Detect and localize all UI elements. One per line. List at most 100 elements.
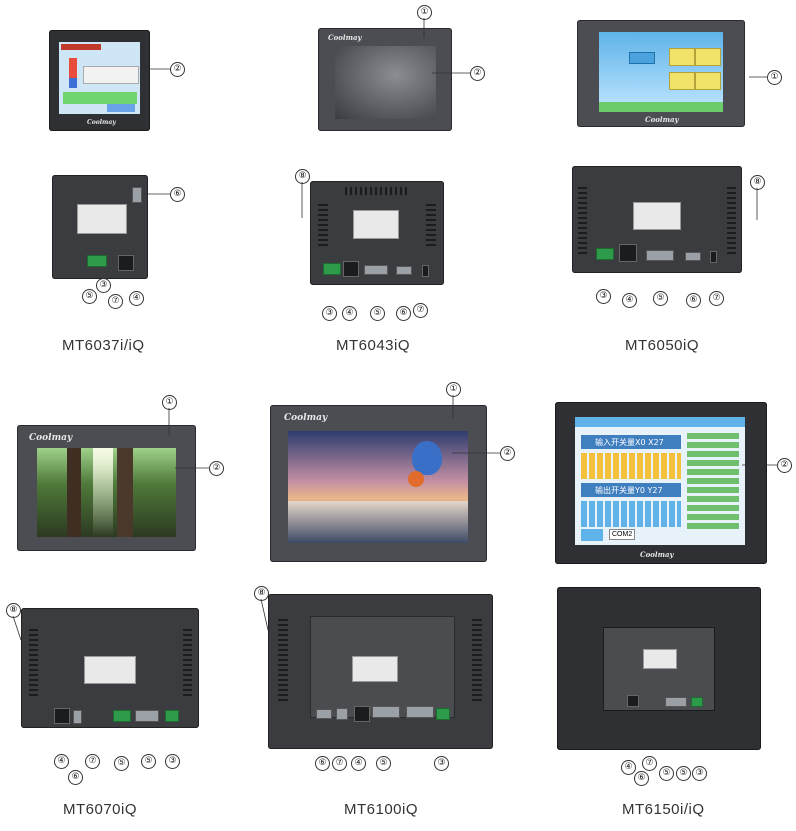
power-terminal [691,697,703,707]
brand-logo: Coolmay [328,33,362,42]
mt6070-back [21,608,199,728]
callout-2: ② [209,461,224,476]
mt6150-front: 输入开关量X0 X27 输出开关量Y0 Y27 COM2 Coolmay [555,402,767,564]
callout-2: ② [777,458,792,473]
terminal [113,710,131,722]
brand-logo: Coolmay [640,550,674,559]
power-terminal [596,248,614,260]
right-vent [472,616,482,701]
screen-btn: COM2 [609,529,636,540]
callout-7: ⑦ [332,756,347,771]
usb-port [396,266,412,275]
rj45-port [627,695,639,707]
mt6070-front: Coolmay [17,425,196,551]
left-vent [578,184,587,254]
callout-5: ⑤ [653,291,668,306]
power-terminal [87,255,107,267]
top-vent [345,187,409,195]
usb-port [316,709,332,719]
callout-4: ④ [351,756,366,771]
brand-logo: Coolmay [645,115,679,124]
mt6037-back [52,175,148,279]
callout-4: ④ [622,293,637,308]
rj45-port [343,261,359,277]
product-label [352,656,398,682]
callout-3: ③ [96,278,111,293]
callout-8: ⑧ [295,169,310,184]
power-terminal [323,263,341,275]
rj45-port [354,706,370,722]
callout-5: ⑤ [659,766,674,781]
usb-b-port [336,708,348,720]
product-label [633,202,681,230]
left-vent [29,626,38,696]
callout-2: ② [470,66,485,81]
callout-5: ⑤ [376,756,391,771]
right-vent [183,626,192,696]
usb-port [73,710,82,724]
brand-logo: Coolmay [284,413,328,423]
callout-8: ⑧ [6,603,21,618]
mt6050-front: Coolmay [577,20,745,127]
rj45-port [54,708,70,724]
model-name: MT6043iQ [336,337,411,354]
callout-6: ⑥ [686,293,701,308]
left-vent [318,201,328,246]
product-label [643,649,677,669]
callout-8: ⑧ [254,586,269,601]
usb-port [132,187,142,203]
model-name: MT6070iQ [63,801,138,818]
rj45-port [118,255,134,271]
callout-7: ⑦ [413,303,428,318]
mt6150-back [557,587,761,750]
model-name: MT6100iQ [344,801,419,818]
mt6150-screen: 输入开关量X0 X27 输出开关量Y0 Y27 COM2 [575,417,745,545]
mt6050-screen [599,32,723,112]
callout-3: ③ [434,756,449,771]
callout-3: ③ [596,289,611,304]
callout-3: ③ [692,766,707,781]
mt6037-screen [59,42,140,114]
callout-6: ⑥ [315,756,330,771]
switch [422,265,429,277]
mt6100-back [268,594,493,749]
callout-4: ④ [54,754,69,769]
callout-6: ⑥ [170,187,185,202]
left-vent [278,616,288,701]
callout-5: ⑤ [82,289,97,304]
callout-1: ① [446,382,461,397]
model-name: MT6037i/iQ [62,337,145,354]
product-label [353,210,399,239]
callout-2: ② [170,62,185,77]
callout-5: ⑤ [141,754,156,769]
mt6070-screen [37,448,176,537]
product-label [84,656,136,684]
mt6043-screen [335,46,436,119]
mt6043-back [310,181,444,285]
callout-6: ⑥ [634,771,649,786]
brand-logo: Coolmay [87,119,116,126]
callout-5: ⑤ [370,306,385,321]
serial-port [364,265,388,275]
mt6050-back [572,166,742,273]
brand-logo: Coolmay [29,433,73,443]
callout-1: ① [417,5,432,20]
serial-port [646,250,674,261]
callout-7: ⑦ [709,291,724,306]
serial-port [135,710,159,722]
callout-7: ⑦ [108,294,123,309]
callout-8: ⑧ [750,175,765,190]
switch [710,251,717,263]
callout-4: ④ [342,306,357,321]
model-name: MT6150i/iQ [622,801,705,818]
callout-6: ⑥ [68,770,83,785]
mt6100-screen [288,431,468,543]
screen-line-1: 输入开关量X0 X27 [595,438,664,447]
callout-2: ② [500,446,515,461]
callout-5: ⑤ [676,766,691,781]
callout-4: ④ [621,760,636,775]
product-label [77,204,127,234]
callout-4: ④ [129,291,144,306]
serial-port [665,697,687,707]
rj45-port [619,244,637,262]
